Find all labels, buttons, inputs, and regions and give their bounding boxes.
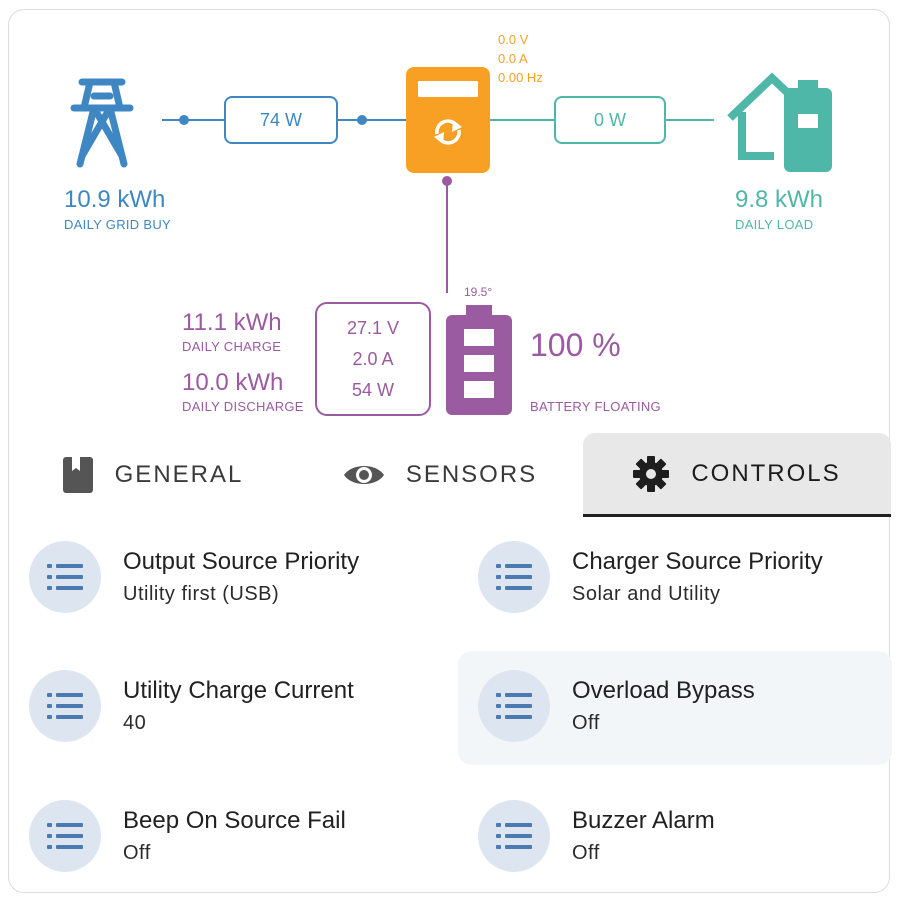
control-title: Buzzer Alarm (572, 807, 715, 834)
grid-power-box[interactable]: 74 W (224, 96, 338, 144)
eye-icon (343, 466, 384, 484)
load-energy-label: DAILY LOAD (735, 217, 814, 232)
tab-sensors-label: SENSORS (405, 461, 538, 488)
control-overload-bypass[interactable]: Overload Bypass Off (458, 651, 892, 765)
battery-stats-box[interactable]: 27.1 V 2.0 A 54 W (315, 302, 431, 416)
list-icon (29, 541, 101, 613)
inverter-frequency: 0.00 Hz (498, 70, 543, 85)
control-title: Overload Bypass (572, 677, 755, 704)
battery-power: 54 W (351, 380, 394, 400)
control-output-source-priority[interactable]: Output Source Priority Utility first (US… (9, 522, 443, 636)
inverter-voltage: 0.0 V (498, 32, 529, 47)
inverter-readings: 0.0 V 0.0 A 0.00 Hz (498, 30, 543, 87)
control-value: Off (572, 712, 600, 734)
inverter-icon[interactable] (406, 67, 490, 173)
battery-discharge-label: DAILY DISCHARGE (182, 399, 304, 414)
list-icon (478, 541, 550, 613)
battery-temperature: 19.5° (464, 285, 493, 299)
control-title: Utility Charge Current (123, 677, 354, 704)
list-icon (29, 670, 101, 742)
battery-voltage: 27.1 V (346, 318, 400, 338)
control-value: Solar and Utility (572, 583, 721, 605)
control-beep-on-source-fail[interactable]: Beep On Source Fail Off (9, 781, 443, 895)
battery-current: 2.0 A (352, 349, 394, 369)
battery-charge-label: DAILY CHARGE (182, 339, 282, 354)
load-energy: 9.8 kWh (735, 186, 824, 213)
load-power-box[interactable]: 0 W (554, 96, 666, 144)
control-value: 40 (123, 712, 147, 734)
tab-controls[interactable]: CONTROLS (583, 433, 891, 517)
control-value: Utility first (USB) (123, 583, 280, 605)
home-battery-icon (727, 72, 832, 172)
battery-status: BATTERY FLOATING (530, 399, 661, 414)
inverter-current: 0.0 A (498, 51, 528, 66)
battery-icon[interactable] (446, 305, 512, 415)
list-icon (478, 670, 550, 742)
book-icon (62, 457, 93, 493)
tab-general[interactable]: GENERAL (8, 433, 298, 517)
control-value: Off (123, 842, 151, 864)
list-icon (29, 800, 101, 872)
tab-general-label: GENERAL (114, 461, 244, 488)
control-title: Beep On Source Fail (123, 807, 346, 834)
control-buzzer-alarm[interactable]: Buzzer Alarm Off (458, 781, 892, 895)
battery-soc: 100 % (530, 327, 621, 363)
control-title: Charger Source Priority (572, 548, 823, 575)
control-title: Output Source Priority (123, 548, 360, 575)
grid-energy: 10.9 kWh (64, 186, 166, 213)
tab-sensors[interactable]: SENSORS (298, 433, 583, 517)
control-utility-charge-current[interactable]: Utility Charge Current 40 (9, 651, 443, 765)
gear-icon (633, 455, 670, 492)
battery-discharge-energy: 10.0 kWh (182, 369, 284, 396)
tab-controls-label: CONTROLS (691, 459, 841, 487)
power-flow-lines (162, 115, 714, 293)
battery-charge-energy: 11.1 kWh (182, 309, 282, 336)
control-value: Off (572, 842, 600, 864)
sync-icon (434, 119, 462, 145)
list-icon (478, 800, 550, 872)
grid-energy-label: DAILY GRID BUY (64, 217, 172, 232)
transmission-tower-icon (70, 78, 134, 168)
control-charger-source-priority[interactable]: Charger Source Priority Solar and Utilit… (458, 522, 892, 636)
